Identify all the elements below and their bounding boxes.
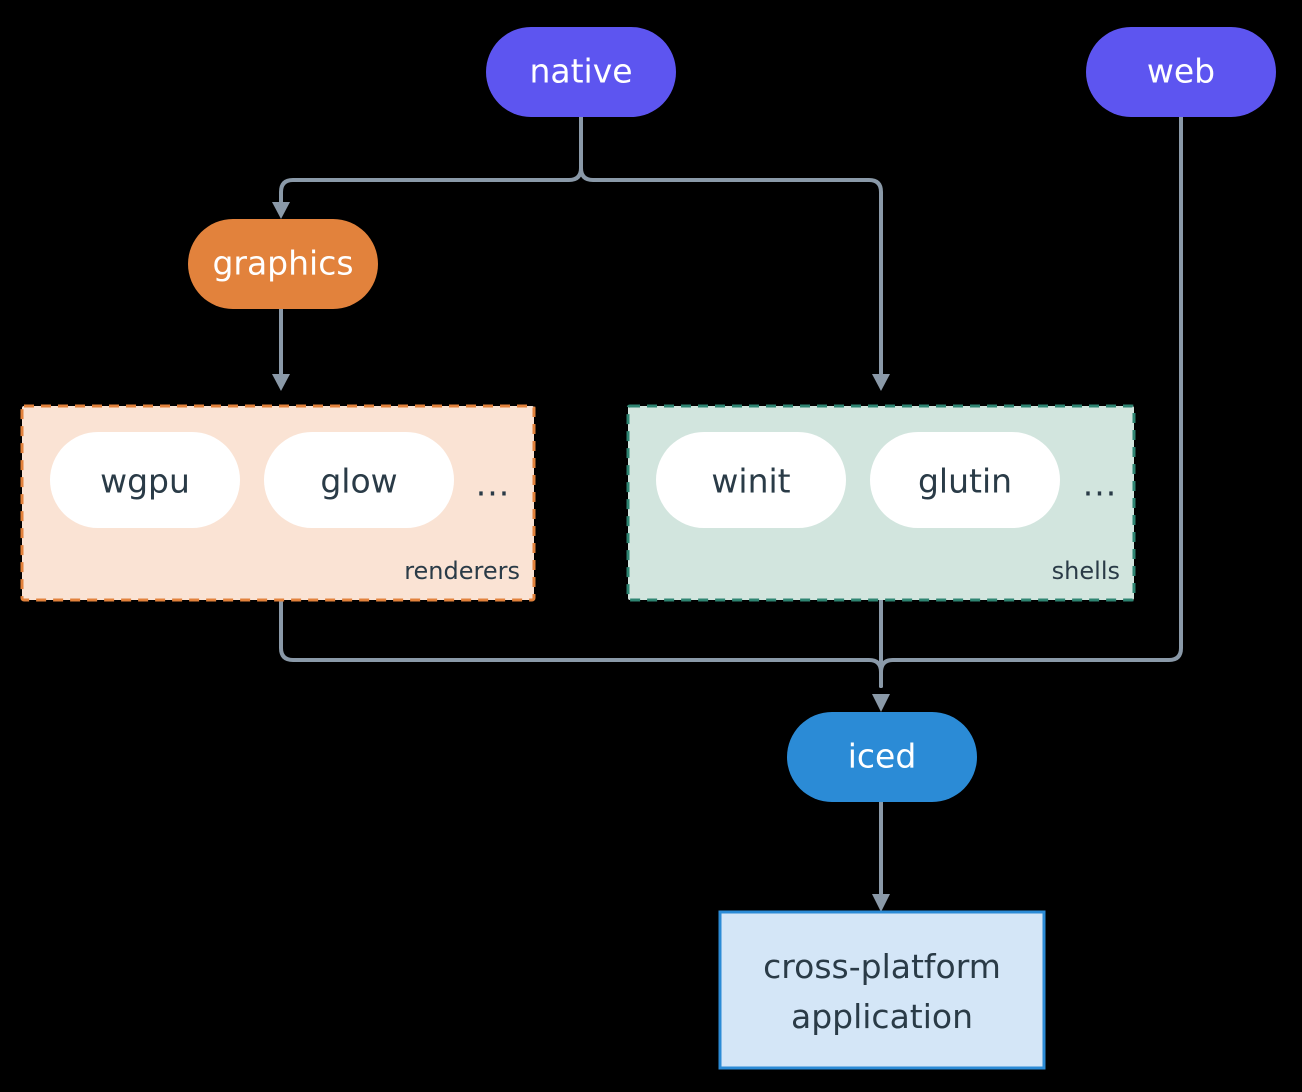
node-application-shape[interactable]	[718, 910, 1046, 1070]
node-iced-label: iced	[848, 737, 917, 776]
node-web-label: web	[1147, 52, 1215, 91]
renderer-item-wgpu-pill[interactable]	[50, 432, 240, 528]
renderer-item-wgpu[interactable]: wgpu	[50, 432, 240, 528]
arrow-merge-to-iced	[872, 694, 890, 712]
shells-ellipsis: ...	[1083, 465, 1117, 504]
node-web[interactable]: web	[1086, 27, 1276, 117]
shell-item-winit-pill[interactable]	[656, 432, 846, 528]
edge-web-to-iced	[879, 115, 1183, 688]
edge-native-to-shells	[579, 115, 883, 378]
node-native[interactable]: native	[486, 27, 676, 117]
shell-item-glutin-pill[interactable]	[870, 432, 1060, 528]
node-web-shape[interactable]	[1086, 27, 1276, 117]
node-graphics-label: graphics	[212, 244, 353, 283]
shell-item-winit-label: winit	[711, 462, 790, 501]
arrow-iced-to-application	[872, 894, 890, 912]
group-shells-caption: shells	[1052, 557, 1120, 585]
node-iced[interactable]: iced	[787, 712, 977, 802]
renderer-item-glow-pill[interactable]	[264, 432, 454, 528]
edge-native-to-graphics	[279, 115, 583, 206]
shell-item-winit[interactable]: winit	[656, 432, 846, 528]
renderer-item-glow-label: glow	[320, 462, 397, 501]
arrow-native-to-graphics	[272, 202, 290, 219]
arrow-native-to-shells	[872, 374, 890, 391]
renderer-item-wgpu-label: wgpu	[100, 462, 190, 501]
shell-item-glutin-label: glutin	[918, 462, 1012, 501]
renderer-item-glow[interactable]: glow	[264, 432, 454, 528]
node-native-shape[interactable]	[486, 27, 676, 117]
node-native-label: native	[529, 52, 632, 91]
renderers-ellipsis: ...	[476, 465, 510, 504]
group-renderers-caption: renderers	[404, 557, 520, 585]
node-graphics[interactable]: graphics	[188, 219, 378, 309]
shell-item-glutin[interactable]: glutin	[870, 432, 1060, 528]
node-application-label-line2: application	[791, 997, 973, 1036]
arrow-graphics-to-renderers	[272, 374, 290, 391]
node-application[interactable]: cross-platform application	[718, 910, 1046, 1070]
node-graphics-shape[interactable]	[188, 219, 378, 309]
group-shells: winit glutin ... shells	[626, 404, 1136, 602]
node-application-label-line1: cross-platform	[763, 947, 1001, 986]
node-iced-shape[interactable]	[787, 712, 977, 802]
group-renderers: wgpu glow ... renderers	[20, 404, 536, 602]
edge-layer	[272, 115, 1183, 912]
edge-renderers-to-iced	[279, 598, 883, 688]
